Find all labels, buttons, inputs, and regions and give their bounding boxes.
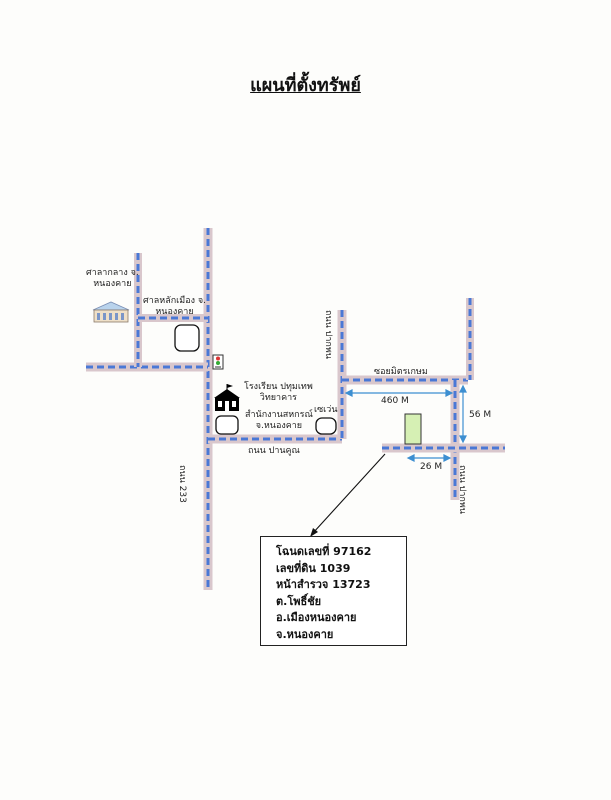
distance-460-label: 460 M bbox=[381, 396, 409, 406]
seven-eleven-marker bbox=[315, 417, 337, 435]
distance-56-label: 56 M bbox=[469, 410, 492, 420]
road-mid-vertical-label: ถนน ปากพน bbox=[323, 310, 333, 359]
city-pillar-label: ศาลหลักเมือง จ. หนองคาย bbox=[143, 296, 206, 317]
provincial-hall-label: ศาลากลาง จ. หนองคาย bbox=[86, 268, 139, 289]
road-right-vertical-label: ถนน ปากพน bbox=[457, 465, 467, 514]
soi-label: ซอยมิตรเกษม bbox=[374, 367, 428, 377]
school-icon bbox=[214, 384, 240, 411]
deed-number: โฉนดเลขที่ 97162 bbox=[276, 545, 372, 558]
school-label: โรงเรียน ปทุมเทพ วิทยาคาร bbox=[244, 382, 313, 403]
deed-info-box: โฉนดเลขที่ 97162 เลขที่ดิน 1039 หน้าสำรว… bbox=[260, 536, 407, 646]
traffic-light-icon bbox=[212, 354, 224, 370]
map-title: แผนที่ตั้งทรัพย์ bbox=[250, 75, 361, 96]
road-233-label: ถนน 233 bbox=[177, 465, 187, 503]
coop-office-marker bbox=[215, 415, 239, 435]
seven-eleven-label: เซเว่น bbox=[314, 405, 338, 415]
distance-26-label: 26 M bbox=[420, 462, 443, 472]
land-number: เลขที่ดิน 1039 bbox=[276, 561, 351, 575]
coop-office-label: สำนักงานสหกรณ์ จ.หนองคาย bbox=[245, 410, 313, 431]
district: อ.เมืองหนองคาย bbox=[276, 611, 357, 624]
prajak-road-label: ถนน ปานคูณ bbox=[248, 446, 300, 456]
subdistrict: ต.โพธิ์ชัย bbox=[276, 594, 322, 608]
city-pillar-marker bbox=[174, 324, 200, 352]
roads bbox=[86, 228, 505, 590]
plot-pointer-arrow bbox=[310, 453, 386, 537]
province: จ.หนองคาย bbox=[276, 627, 334, 641]
distance-26-arrow bbox=[406, 454, 452, 462]
plot-marker bbox=[404, 413, 422, 445]
survey-page: หน้าสำรวจ 13723 bbox=[276, 578, 371, 591]
distance-460-arrow bbox=[344, 389, 454, 397]
distance-56-arrow bbox=[459, 384, 467, 444]
building-icon bbox=[92, 301, 130, 323]
